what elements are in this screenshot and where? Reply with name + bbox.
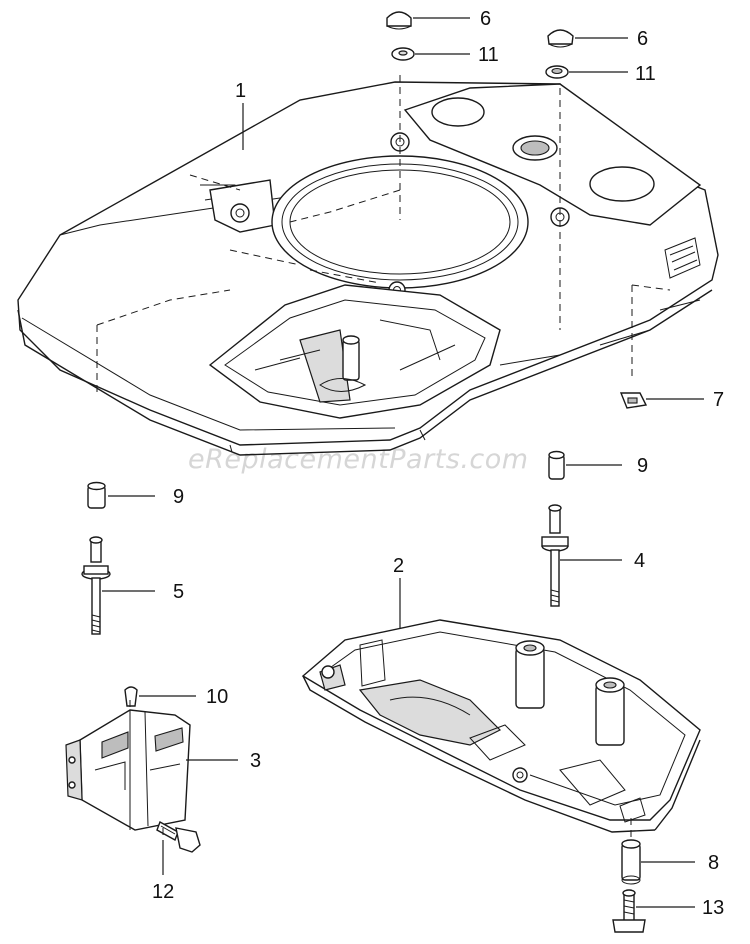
part-cap-right[interactable] <box>547 29 574 48</box>
callout-13: 13 <box>702 897 724 919</box>
part-top-housing[interactable] <box>17 75 719 456</box>
callout-10: 10 <box>206 686 228 708</box>
part-screw-bottom[interactable] <box>612 889 646 933</box>
part-bracket[interactable] <box>65 709 191 831</box>
callout-5: 5 <box>173 581 184 603</box>
callout-1: 1 <box>235 80 246 102</box>
callout-9-left: 9 <box>173 486 184 508</box>
part-stud-right[interactable] <box>541 504 569 607</box>
callout-3: 3 <box>250 750 261 772</box>
part-base-pan[interactable] <box>301 619 701 833</box>
callout-11-right: 11 <box>635 63 656 85</box>
part-stud-left[interactable] <box>81 536 111 635</box>
callout-2: 2 <box>393 555 404 577</box>
part-bushing-right[interactable] <box>548 450 565 480</box>
part-screw-bracket[interactable] <box>156 820 201 853</box>
part-clip[interactable] <box>619 392 648 409</box>
callout-6-left: 6 <box>480 8 491 30</box>
part-bushing-left[interactable] <box>87 481 106 509</box>
callout-11-left: 11 <box>478 44 499 66</box>
part-washer-right[interactable] <box>545 65 569 79</box>
leader-lines <box>102 17 704 908</box>
part-cap-left[interactable] <box>386 11 412 30</box>
part-bushing-bottom[interactable] <box>621 839 641 885</box>
callout-9-right: 9 <box>637 455 648 477</box>
callout-12: 12 <box>152 881 174 903</box>
part-washer-left[interactable] <box>391 47 415 61</box>
callout-8: 8 <box>708 852 719 874</box>
callout-4: 4 <box>634 550 645 572</box>
callout-7: 7 <box>713 389 724 411</box>
callout-6-right: 6 <box>637 28 648 50</box>
watermark-text: eReplacementParts.com <box>188 444 529 475</box>
part-small-pin[interactable] <box>124 686 138 707</box>
